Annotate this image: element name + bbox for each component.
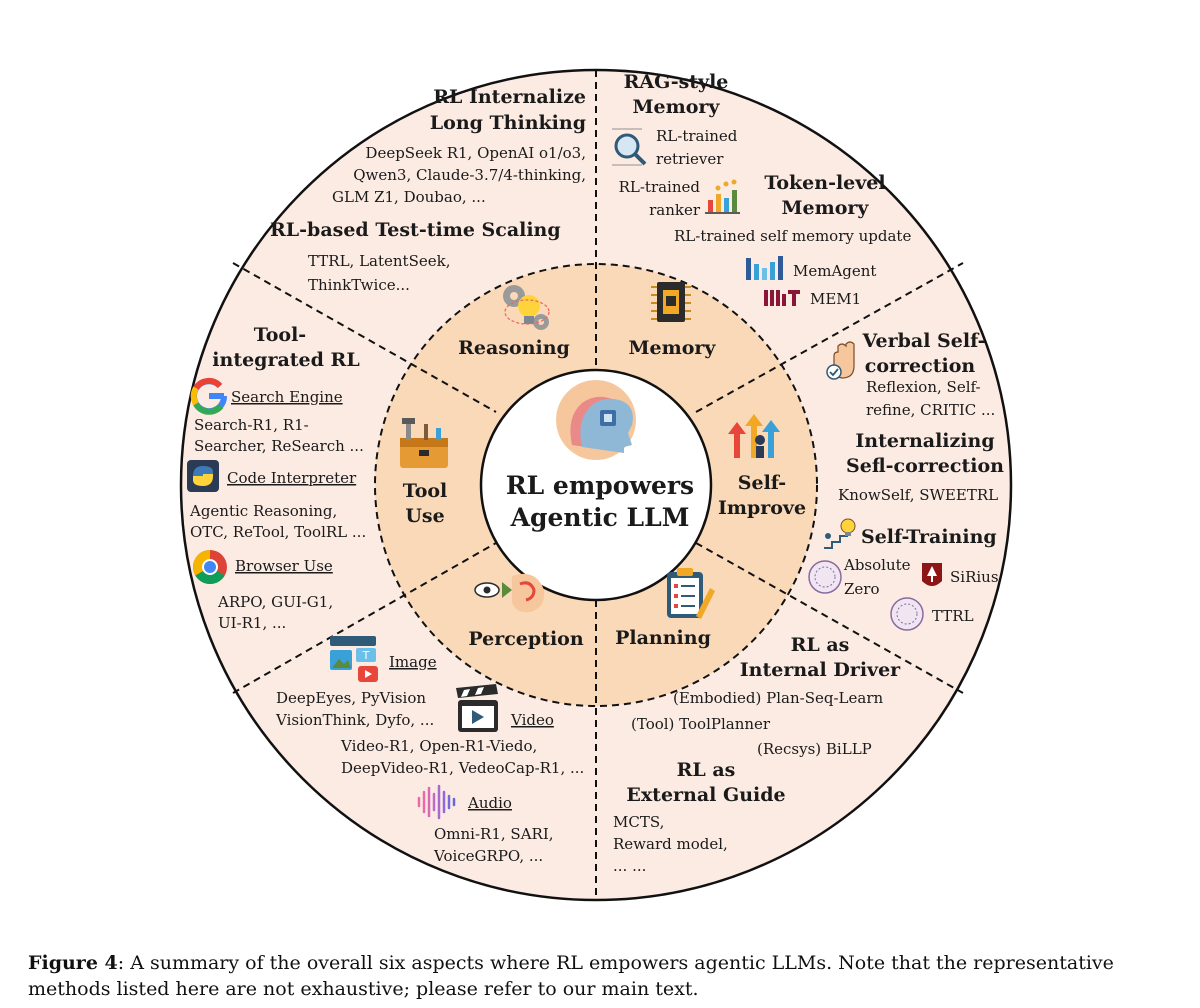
lightbulb-stairs-icon — [824, 518, 856, 549]
stanford-icon — [922, 563, 942, 586]
reasoning-scaling-item: ThinkTwice... — [308, 276, 410, 294]
hand-check-icon — [826, 341, 855, 380]
memory-retriever-2: retriever — [656, 150, 724, 168]
perception-video-item: Video-R1, Open-R1-Viedo, — [340, 737, 537, 755]
planning-driver-item: (Tool) ToolPlanner — [631, 715, 771, 733]
sector-memory: Memory — [629, 337, 717, 359]
sector-perception: Perception — [468, 628, 583, 650]
reasoning-scaling-title: RL-based Test-time Scaling — [270, 219, 561, 241]
tool-browser-item: UI-R1, ... — [218, 614, 286, 632]
sector-dividers — [232, 70, 964, 900]
self-absolute-zero-2: Zero — [844, 580, 880, 598]
toolbox-icon — [400, 418, 448, 468]
tool-code-item: OTC, ReTool, ToolRL ... — [190, 523, 366, 541]
perception-audio-item: Omni-R1, SARI, — [434, 825, 554, 843]
self-verbal-title-1: Verbal Self- — [862, 330, 986, 352]
tool-search-item: Search-R1, R1- — [194, 416, 309, 434]
reasoning-internalize-item: GLM Z1, Doubao, ... — [332, 188, 486, 206]
perception-image-item: DeepEyes, PyVision — [276, 689, 426, 707]
self-verbal-item: Reflexion, Self- — [866, 378, 981, 396]
seal-icon — [808, 560, 842, 594]
perception-video-item: DeepVideo-R1, VedeoCap-R1, ... — [341, 759, 584, 777]
tool-search-label: Search Engine — [231, 388, 343, 406]
memory-rag-title-1: RAG-style — [624, 71, 729, 93]
svg-text:T: T — [362, 649, 370, 662]
eye-ear-icon — [474, 573, 545, 613]
memory-chip-icon — [651, 282, 691, 322]
memory-retriever-1: RL-trained — [656, 127, 738, 145]
brain-head-icon — [556, 380, 636, 460]
reasoning-scaling-item: TTRL, LatentSeek, — [308, 252, 450, 270]
tool-code-item: Agentic Reasoning, — [189, 502, 337, 520]
planning-driver-item: (Recsys) BiLLP — [757, 740, 872, 758]
checklist-icon — [667, 568, 715, 619]
memory-ranker-2: ranker — [649, 201, 701, 219]
reasoning-internalize-title-1: RL Internalize — [433, 86, 586, 108]
perception-audio-item: VoiceGRPO, ... — [433, 847, 543, 865]
python-icon — [187, 460, 219, 492]
memory-ranker-1: RL-trained — [619, 178, 701, 196]
sector-self-improve-2: Improve — [718, 497, 806, 519]
mit-logo-icon — [764, 290, 800, 306]
self-ttrl: TTRL — [932, 607, 974, 625]
sector-tool-use-2: Use — [405, 505, 444, 527]
sector-tool-use-1: Tool — [403, 480, 448, 502]
sector-planning: Planning — [615, 627, 711, 649]
self-internal-title-2: Sefl-correction — [846, 455, 1004, 477]
tool-title-2: integrated RL — [212, 349, 359, 371]
image-app-icon: T — [330, 636, 378, 682]
planning-guide-title-1: RL as — [677, 759, 736, 781]
planning-guide-item: Reward model, — [613, 835, 728, 853]
planning-guide-title-2: External Guide — [626, 784, 785, 806]
tool-title-1: Tool- — [254, 324, 306, 346]
perception-image-label: Image — [389, 653, 437, 671]
planning-driver-title-1: RL as — [791, 634, 850, 656]
audio-wave-icon — [417, 784, 456, 820]
memory-token-item: RL-trained self memory update — [674, 227, 911, 245]
center-title-1: RL empowers — [506, 471, 694, 500]
tool-browser-label: Browser Use — [235, 557, 333, 575]
center-title-2: Agentic LLM — [510, 503, 690, 532]
reasoning-internalize-item: DeepSeek R1, OpenAI o1/o3, — [365, 144, 586, 162]
self-sirius: SiRius — [950, 568, 999, 586]
perception-audio-label: Audio — [467, 794, 512, 812]
caption-text: : A summary of the overall six aspects w… — [28, 952, 1114, 1000]
self-absolute-zero-1: Absolute — [843, 556, 911, 574]
perception-video-label: Video — [510, 711, 554, 729]
rl-agentic-diagram: RL empowers Agentic LLM Reasoning Memory… — [179, 68, 1013, 902]
figure-caption: Figure 4: A summary of the overall six a… — [28, 950, 1178, 1002]
reasoning-internalize-item: Qwen3, Claude-3.7/4-thinking, — [353, 166, 586, 184]
caption-label: Figure 4 — [28, 952, 118, 974]
magnifier-icon — [612, 128, 647, 166]
seal-icon — [890, 597, 924, 631]
tool-search-item: Searcher, ReSearch ... — [194, 437, 364, 455]
planning-guide-item: ... ... — [613, 857, 646, 875]
self-internal-title-1: Internalizing — [855, 430, 994, 452]
memory-mem1: MEM1 — [810, 290, 861, 308]
chrome-icon — [193, 550, 227, 584]
self-training-title: Self-Training — [861, 526, 997, 548]
growth-arrows-icon — [728, 414, 780, 458]
self-internal-item: KnowSelf, SWEETRL — [838, 486, 998, 504]
planning-guide-item: MCTS, — [613, 813, 664, 831]
google-icon — [190, 377, 228, 415]
perception-image-item: VisionThink, Dyfo, ... — [275, 711, 434, 729]
self-verbal-title-2: correction — [865, 355, 976, 377]
self-verbal-item: refine, CRITIC ... — [866, 401, 995, 419]
bar-chart-icon — [705, 179, 740, 214]
memory-rag-title-2: Memory — [633, 96, 721, 118]
sector-reasoning: Reasoning — [458, 337, 570, 359]
sector-self-improve-1: Self- — [738, 472, 786, 494]
video-clapper-icon — [456, 684, 498, 732]
planning-driver-item: (Embodied) Plan-Seq-Learn — [673, 689, 883, 707]
planning-driver-title-2: Internal Driver — [740, 659, 901, 681]
memory-memagent: MemAgent — [793, 262, 876, 280]
memory-token-title-2: Memory — [782, 197, 870, 219]
memagent-icon — [746, 256, 783, 280]
gear-bulb-icon — [503, 285, 550, 330]
reasoning-internalize-title-2: Long Thinking — [430, 112, 586, 134]
memory-token-title-1: Token-level — [764, 172, 885, 194]
tool-code-label: Code Interpreter — [227, 469, 357, 487]
tool-browser-item: ARPO, GUI-G1, — [217, 593, 333, 611]
